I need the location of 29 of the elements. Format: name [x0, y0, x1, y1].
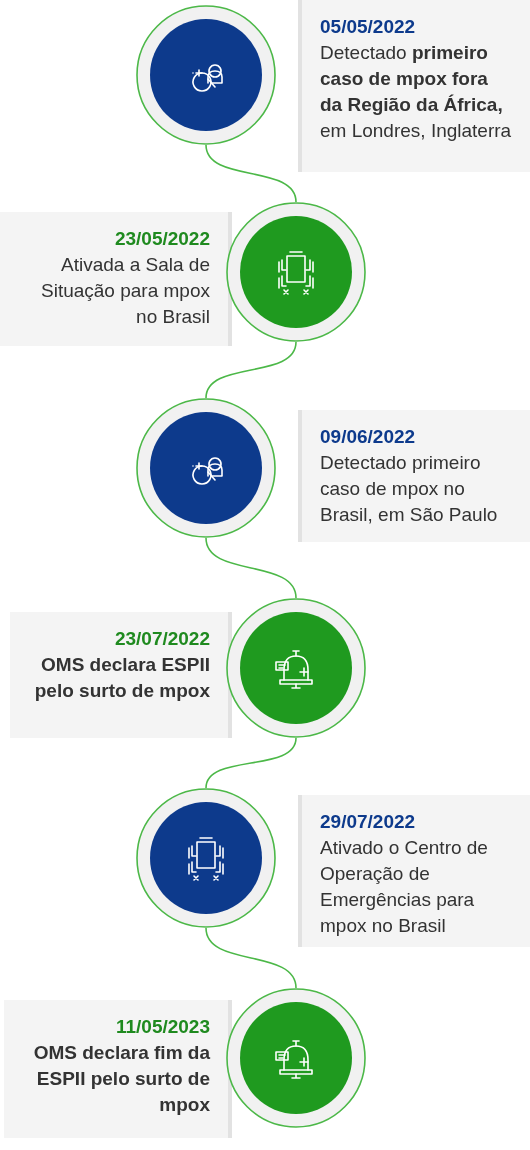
event-card [298, 795, 530, 947]
timeline-circle [226, 202, 366, 342]
event-description: Detectado primeiro caso de mpox no Brasil, em São Paulo [320, 451, 499, 527]
timeline-connector [205, 341, 297, 399]
date-label: 23/05/2022 [114, 227, 210, 251]
date-label: 29/07/2022 [320, 810, 416, 834]
timeline-connector [205, 927, 297, 989]
date-label: 23/07/2022 [114, 627, 210, 651]
event-description: Ativada a Sala de Situação para mpox no Brasil [40, 253, 210, 329]
timeline-connector [205, 737, 297, 789]
date-label: 11/05/2023 [115, 1015, 210, 1039]
date-label: 05/05/2022 [320, 15, 416, 39]
event-description: Ativado o Centro de Operação de Emergências para mpox no Brasil [320, 836, 489, 938]
event-description: OMS declara ESPII pelo surto de mpox [33, 653, 210, 703]
timeline-circle [136, 398, 276, 538]
timeline-circle [226, 988, 366, 1128]
timeline-circle [136, 788, 276, 928]
date-label: 09/06/2022 [320, 425, 416, 449]
event-description: OMS declara fim da ESPII pelo surto de mpox [32, 1041, 210, 1117]
event-card [10, 612, 232, 738]
event-card [298, 0, 530, 172]
timeline-circle [136, 5, 276, 145]
timeline-connector [205, 537, 297, 599]
event-card [298, 410, 530, 542]
event-description: Detectado primeiro caso de mpox fora da Região da África, em Londres, Inglaterra [320, 41, 512, 143]
timeline-connector [205, 144, 297, 203]
event-card [0, 212, 232, 346]
timeline-circle [226, 598, 366, 738]
event-card [4, 1000, 232, 1138]
